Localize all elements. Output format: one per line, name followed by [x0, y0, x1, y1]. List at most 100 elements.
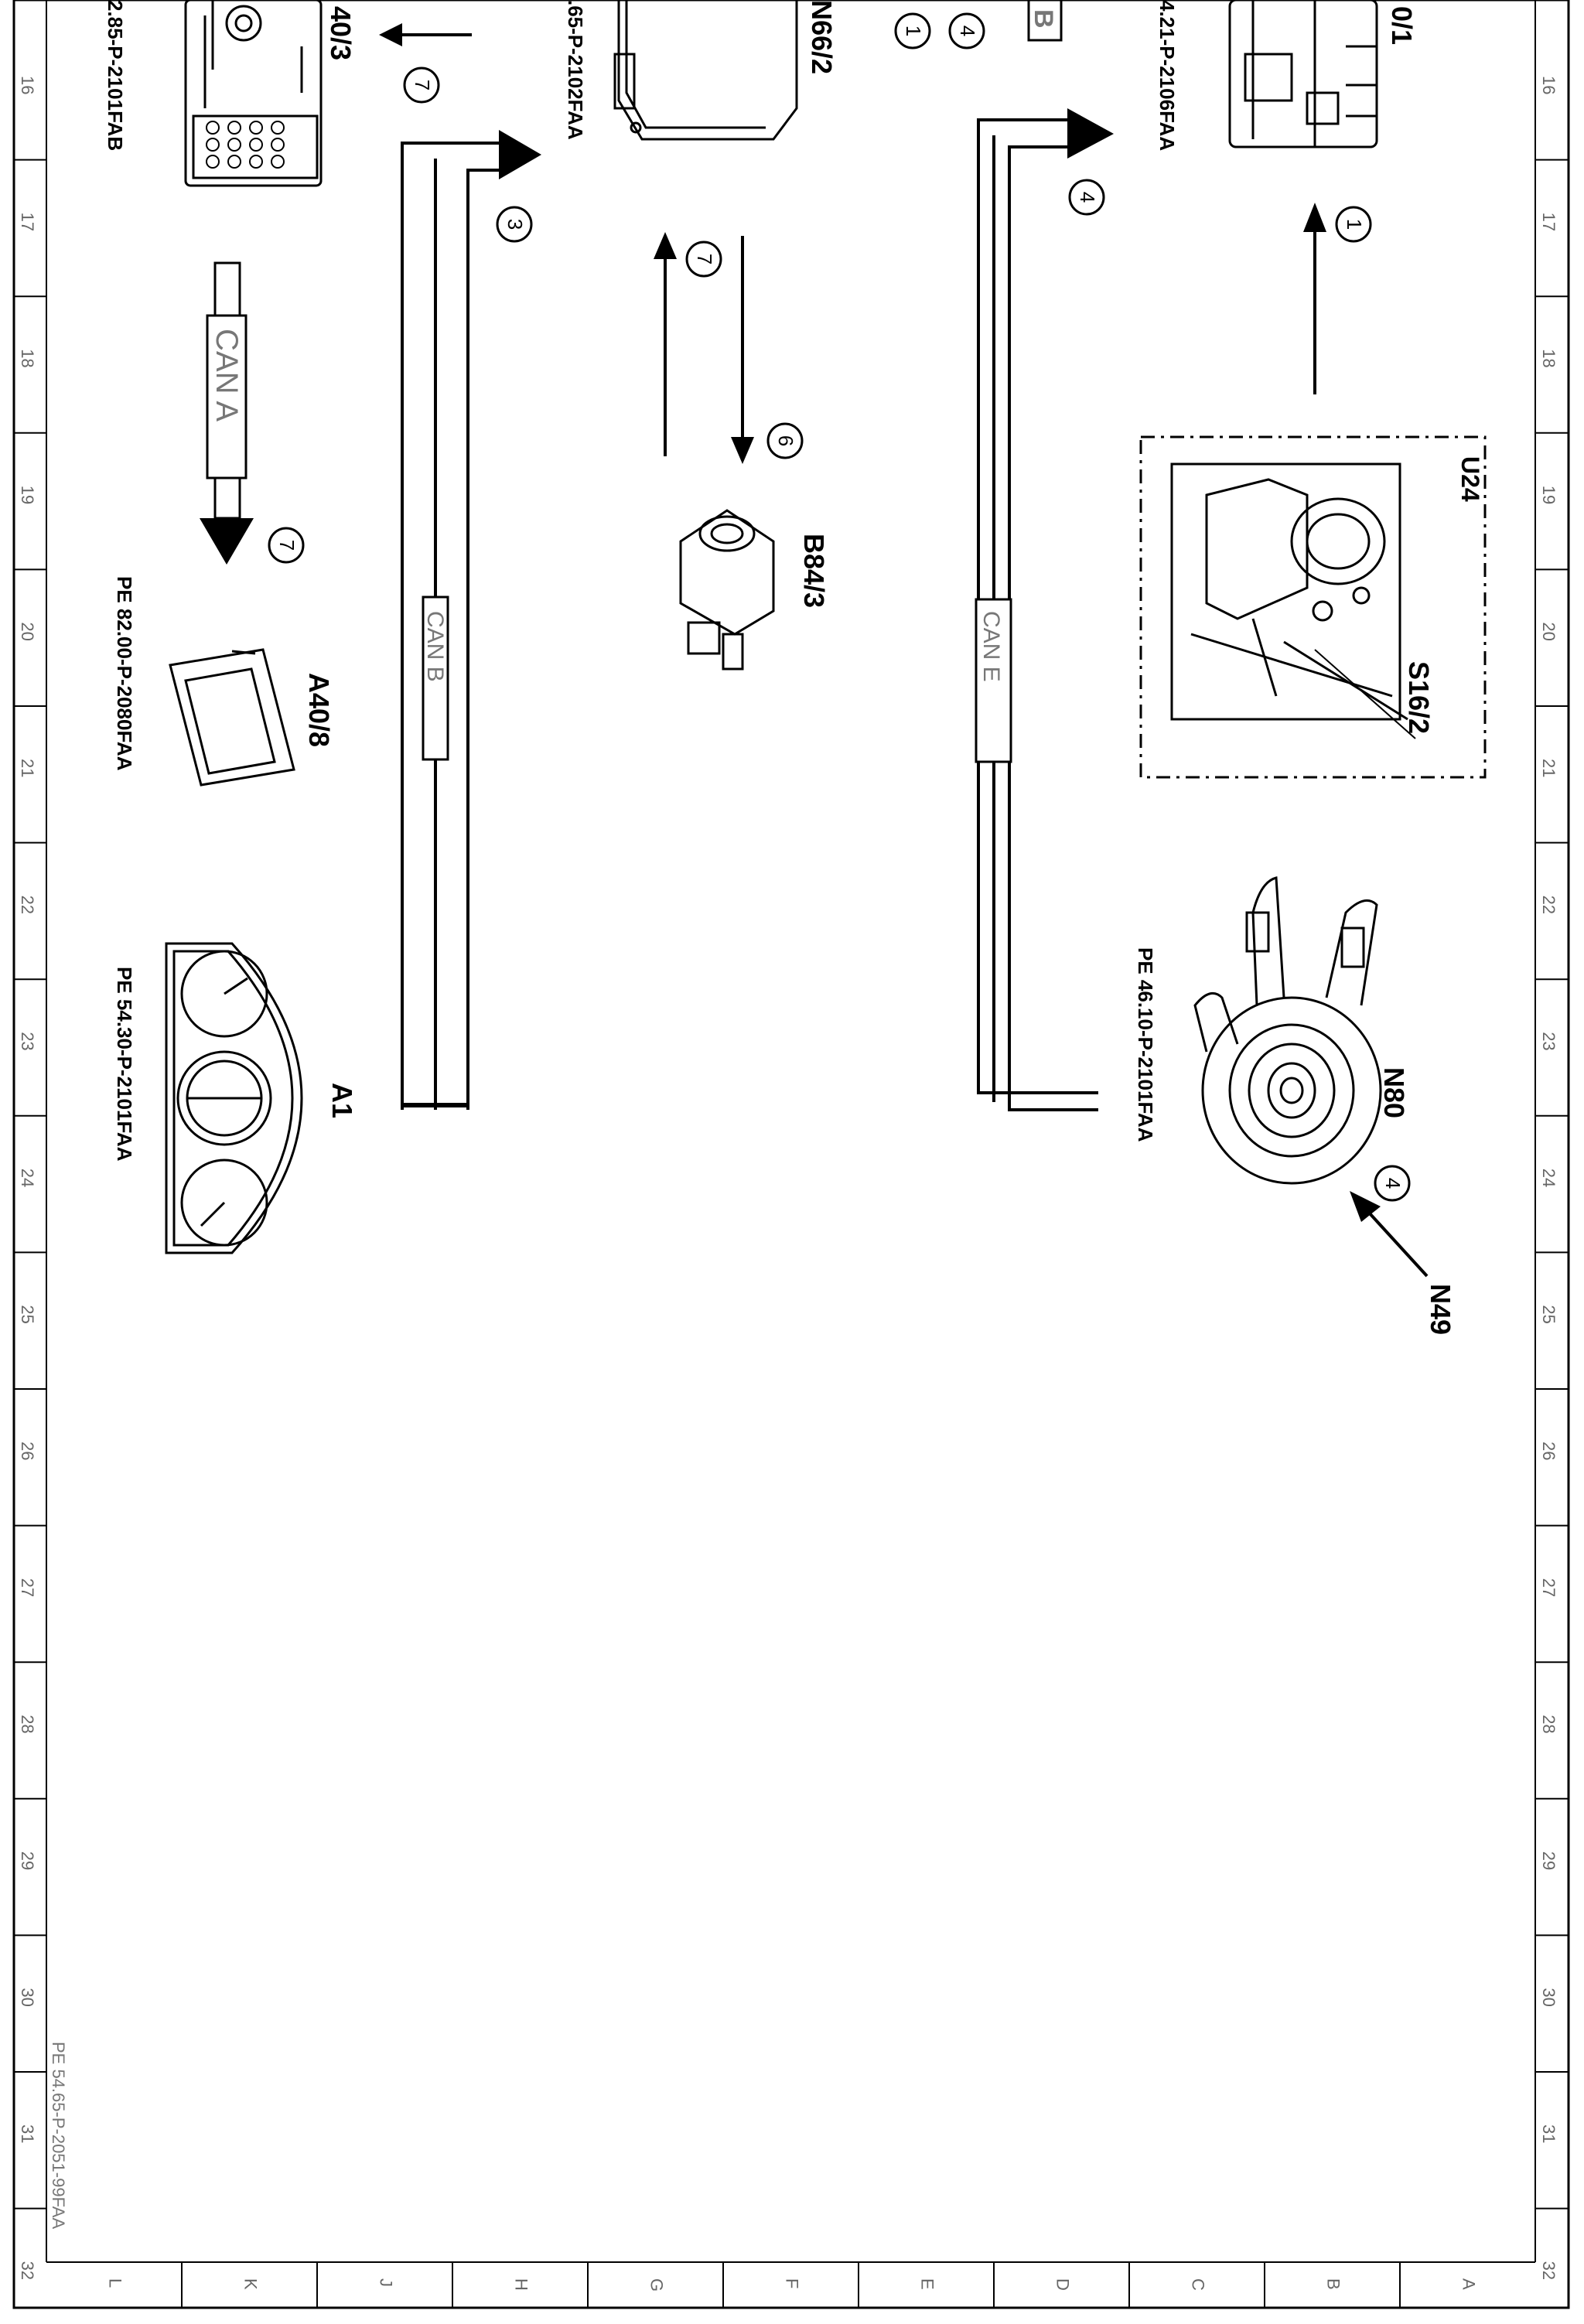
step-7-left: 7	[403, 67, 440, 104]
u24-label: U24	[1456, 456, 1484, 502]
row-label-left: 21	[18, 759, 37, 777]
arrow-6-down-head	[731, 437, 754, 464]
column-letter: F	[783, 2278, 802, 2288]
svg-text:4: 4	[1381, 1178, 1405, 1189]
module-n66-2-ref: .65-P-2102FAA	[564, 0, 587, 140]
module-0-1-ref: 4.21-P-2106FAA	[1156, 0, 1179, 151]
box-b	[1027, 0, 1063, 42]
row-label-right: 17	[1539, 213, 1558, 231]
svg-text:7: 7	[693, 254, 716, 264]
module-n66-2-drawing	[613, 0, 798, 141]
module-n80-ref: PE 46.10-P-2101FAA	[1134, 947, 1157, 1142]
pin	[249, 138, 263, 152]
can-a-label: CAN A	[210, 329, 244, 421]
row-label-left: 17	[18, 213, 37, 231]
svg-text:1: 1	[902, 26, 925, 36]
step-7-can-a: 7	[268, 527, 305, 564]
row-label-left: 20	[18, 622, 37, 640]
row-label-right: 16	[1539, 76, 1558, 94]
row-label-right: 18	[1539, 349, 1558, 367]
can-e-arrow	[1067, 108, 1114, 159]
row-label-right: 22	[1539, 896, 1558, 914]
display-a40-8-ref: PE 82.00-P-2080FAA	[113, 576, 136, 771]
module-0-1-drawing	[1228, 0, 1378, 148]
row-label-right: 21	[1539, 759, 1558, 777]
column-letter: B	[1324, 2278, 1343, 2290]
row-label-right: 31	[1539, 2124, 1558, 2143]
display-a40-8-drawing	[169, 648, 295, 787]
step-4-n80: 4	[1374, 1165, 1411, 1202]
row-label-left: 24	[18, 1169, 37, 1187]
pin	[249, 155, 263, 169]
module-40-3-label: 40/3	[325, 6, 357, 60]
module-n80-drawing	[1193, 876, 1382, 1185]
row-label-left: 28	[18, 1715, 37, 1733]
step-3: 3	[496, 206, 533, 243]
arrow-7-left-head	[379, 23, 402, 46]
column-letter: C	[1189, 2278, 1208, 2291]
n49-label: N49	[1425, 1284, 1456, 1335]
row-label-left: 19	[18, 486, 37, 504]
pin	[249, 121, 263, 135]
box-b-label: B	[1029, 9, 1058, 29]
column-letter: K	[241, 2278, 261, 2290]
display-a40-8-label: A40/8	[303, 673, 335, 747]
module-0-1-label: 0/1	[1386, 6, 1418, 45]
svg-text:4: 4	[1076, 192, 1099, 203]
drawing-frame	[12, 0, 1570, 2309]
pin	[206, 121, 220, 135]
sensor-b84-3-drawing	[679, 509, 775, 671]
can-e-label: CAN E	[978, 611, 1004, 682]
pin	[271, 155, 285, 169]
module-40-3-drawing	[184, 0, 323, 187]
row-label-left: 25	[18, 1305, 37, 1323]
column-letter: G	[647, 2278, 667, 2292]
column-letter: D	[1053, 2278, 1073, 2291]
step-6: 6	[766, 422, 804, 459]
can-b-label-box	[422, 596, 449, 761]
switch-s16-2-label: S16/2	[1403, 661, 1435, 734]
svg-text:7: 7	[411, 80, 434, 90]
u24-group-box	[1139, 435, 1487, 779]
column-letter: H	[512, 2278, 531, 2291]
pin	[271, 121, 285, 135]
svg-text:3: 3	[504, 219, 527, 230]
instrument-cluster-a1-label: A1	[326, 1083, 358, 1118]
column-letter: A	[1459, 2278, 1479, 2290]
instrument-cluster-a1-drawing	[165, 942, 303, 1254]
row-label-right: 23	[1539, 1032, 1558, 1050]
step-4-top: 4	[948, 12, 985, 49]
can-b-bus	[401, 142, 510, 1110]
step-1-right: 1	[1335, 206, 1372, 243]
row-label-right: 19	[1539, 486, 1558, 504]
row-label-left: 22	[18, 896, 37, 914]
column-letter: J	[377, 2278, 396, 2287]
can-b-a1-tap	[401, 1083, 469, 1107]
row-label-left: 27	[18, 1578, 37, 1597]
row-label-right: 32	[1539, 2261, 1558, 2280]
row-label-left: 29	[18, 1851, 37, 1870]
pin	[227, 155, 241, 169]
module-40-3-ref: 2.85-P-2101FAB	[104, 0, 127, 151]
row-label-right: 30	[1539, 1988, 1558, 2006]
can-b-arrow	[499, 130, 541, 179]
row-ticks	[14, 159, 1569, 2210]
module-n66-2-label: N66/2	[806, 0, 838, 74]
row-label-left: 16	[18, 76, 37, 94]
row-label-right: 27	[1539, 1578, 1558, 1597]
svg-text:7: 7	[275, 540, 299, 551]
svg-text:4: 4	[956, 26, 979, 36]
arrow-n49	[1367, 1211, 1429, 1278]
row-label-left: 23	[18, 1032, 37, 1050]
column-letter: E	[918, 2278, 937, 2290]
pin	[206, 155, 220, 169]
can-b-label: CAN B	[422, 611, 448, 682]
can-a-bus	[200, 261, 254, 565]
sensor-b84-3-label: B84/3	[798, 534, 830, 608]
step-1-top: 1	[894, 12, 931, 49]
can-e-label-box	[975, 598, 1012, 763]
arrow-1-up-head	[1303, 203, 1326, 232]
